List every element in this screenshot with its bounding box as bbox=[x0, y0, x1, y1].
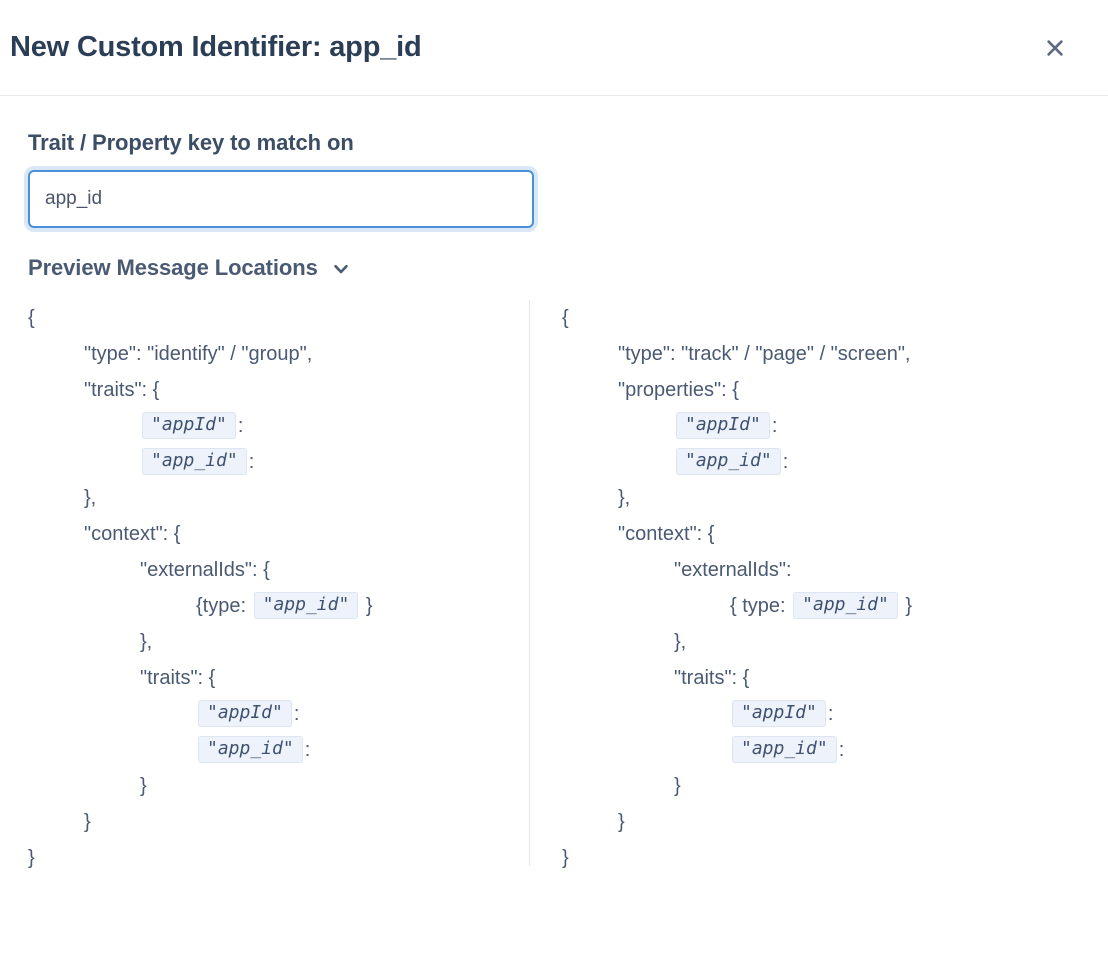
code-text: } bbox=[674, 774, 681, 797]
chevron-down-icon bbox=[331, 259, 351, 279]
code-line: "traits": { bbox=[562, 660, 1090, 696]
code-line: { bbox=[28, 300, 517, 336]
code-line: }, bbox=[28, 480, 517, 516]
preview-message-locations-label: Preview Message Locations bbox=[28, 255, 318, 281]
matched-key-token: "app_id" bbox=[676, 448, 781, 476]
panel-divider bbox=[529, 299, 530, 866]
matched-key-token: "app_id" bbox=[142, 448, 247, 476]
code-text: { bbox=[562, 306, 569, 329]
preview-panel-identify-group: { "type": "identify" / "group", "traits": … bbox=[28, 298, 529, 876]
code-line: "externalIds": bbox=[562, 552, 1090, 588]
code-text: { type: bbox=[730, 594, 792, 617]
code-text: "traits": { bbox=[84, 378, 160, 401]
code-text: }, bbox=[674, 630, 687, 653]
code-line: }, bbox=[562, 480, 1090, 516]
code-text: } bbox=[140, 774, 147, 797]
code-text: } bbox=[84, 810, 91, 833]
code-text: }, bbox=[618, 486, 631, 509]
code-line: }, bbox=[28, 624, 517, 660]
code-line: "appId": bbox=[562, 408, 1090, 444]
code-line: {type: "app_id" } bbox=[28, 588, 517, 624]
code-text: "externalIds": bbox=[674, 558, 792, 581]
code-text: : bbox=[237, 414, 244, 437]
code-line: } bbox=[28, 840, 517, 876]
code-text: "traits": { bbox=[674, 666, 750, 689]
matched-key-token: "app_id" bbox=[253, 592, 359, 620]
code-line: }, bbox=[562, 624, 1090, 660]
code-line: "app_id": bbox=[28, 732, 517, 768]
code-line: } bbox=[562, 840, 1090, 876]
code-text: : bbox=[304, 738, 311, 761]
code-line: "appId": bbox=[28, 408, 517, 444]
code-line: { type: "app_id" } bbox=[562, 588, 1090, 624]
code-line: } bbox=[562, 768, 1090, 804]
matched-key-token: "app_id" bbox=[793, 592, 898, 620]
key-input-wrapper bbox=[28, 170, 534, 229]
trait-property-key-label: Trait / Property key to match on bbox=[28, 130, 354, 155]
code-line: } bbox=[562, 804, 1090, 840]
code-line: } bbox=[28, 768, 517, 804]
code-text: "properties": { bbox=[618, 378, 739, 401]
matched-key-token: "appId" bbox=[732, 700, 826, 728]
code-line: "app_id": bbox=[562, 732, 1090, 768]
modal-body: Trait / Property key to match on Preview… bbox=[0, 96, 1108, 876]
code-text: } bbox=[28, 846, 35, 869]
code-line: "context": { bbox=[562, 516, 1090, 552]
code-text: : bbox=[771, 414, 778, 437]
code-text: } bbox=[562, 846, 569, 869]
code-line: "traits": { bbox=[28, 660, 517, 696]
preview-message-locations-toggle[interactable]: Preview Message Locations bbox=[28, 255, 351, 281]
code-text: : bbox=[838, 738, 845, 761]
code-line: "externalIds": { bbox=[28, 552, 517, 588]
code-line: "app_id": bbox=[562, 444, 1090, 480]
matched-key-token: "app_id" bbox=[732, 736, 837, 764]
code-text: }, bbox=[84, 486, 97, 509]
code-text: "context": { bbox=[84, 522, 181, 545]
code-text: : bbox=[248, 450, 255, 473]
code-text: {type: bbox=[196, 594, 252, 617]
code-line: "properties": { bbox=[562, 372, 1090, 408]
code-line: "type": "track" / "page" / "screen", bbox=[562, 336, 1090, 372]
modal-header: New Custom Identifier: app_id bbox=[0, 0, 1108, 96]
code-line: "context": { bbox=[28, 516, 517, 552]
code-line: "type": "identify" / "group", bbox=[28, 336, 517, 372]
code-text: : bbox=[827, 702, 834, 725]
matched-key-token: "appId" bbox=[142, 412, 236, 440]
matched-key-token: "app_id" bbox=[198, 736, 303, 764]
close-button[interactable] bbox=[1038, 31, 1072, 65]
code-line: "app_id": bbox=[28, 444, 517, 480]
code-line: "appId": bbox=[562, 696, 1090, 732]
page-title: New Custom Identifier: app_id bbox=[10, 30, 422, 63]
code-line: } bbox=[28, 804, 517, 840]
code-line: "traits": { bbox=[28, 372, 517, 408]
code-text: { bbox=[28, 306, 35, 329]
code-text: }, bbox=[140, 630, 153, 653]
preview-panels: { "type": "identify" / "group", "traits": … bbox=[28, 298, 1080, 876]
code-text: "traits": { bbox=[140, 666, 216, 689]
code-line: { bbox=[562, 300, 1090, 336]
close-icon bbox=[1045, 38, 1065, 58]
code-text: } bbox=[899, 594, 913, 617]
code-text: : bbox=[293, 702, 300, 725]
matched-key-token: "appId" bbox=[676, 412, 770, 440]
trait-property-key-input[interactable] bbox=[28, 170, 534, 229]
code-text: } bbox=[360, 594, 373, 617]
matched-key-token: "appId" bbox=[198, 700, 292, 728]
code-text: "type": "track" / "page" / "screen", bbox=[618, 342, 911, 365]
preview-panel-track-page-screen: { "type": "track" / "page" / "screen", "pr… bbox=[530, 298, 1090, 876]
code-line: "appId": bbox=[28, 696, 517, 732]
code-text: "externalIds": { bbox=[140, 558, 270, 581]
code-text: "context": { bbox=[618, 522, 715, 545]
code-text: : bbox=[782, 450, 789, 473]
code-text: "type": "identify" / "group", bbox=[84, 342, 313, 365]
code-text: } bbox=[618, 810, 625, 833]
